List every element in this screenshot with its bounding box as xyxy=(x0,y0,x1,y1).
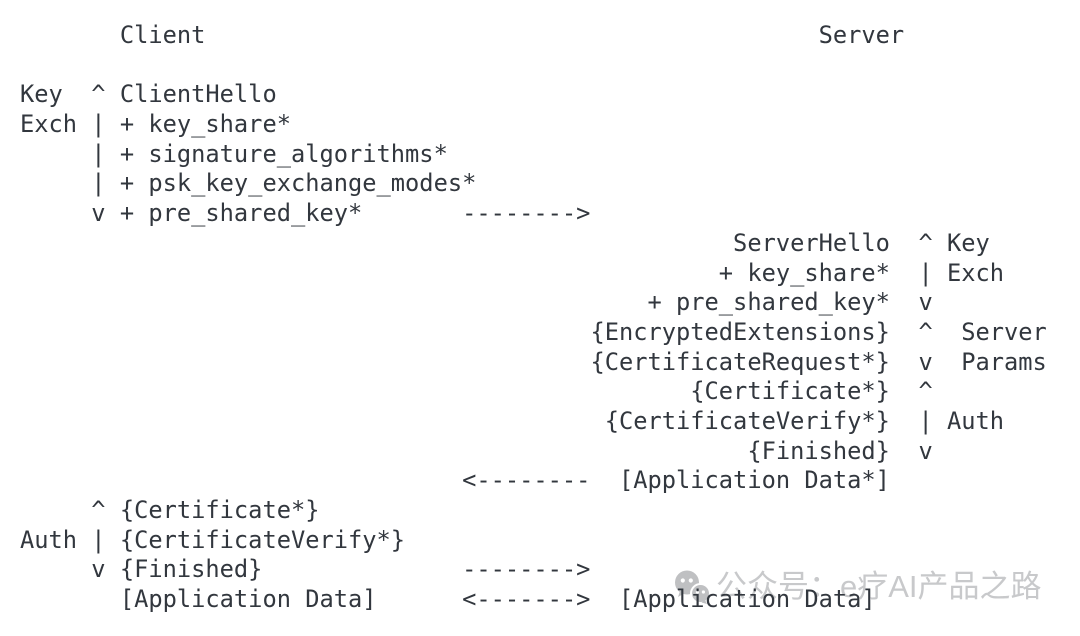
diagram-line-encrypted-extensions: {EncryptedExtensions} ^ Server xyxy=(20,317,1047,346)
diagram-line-server-app-data-arrow: <-------- [Application Data*] xyxy=(20,466,890,495)
diagram-line-clienthello: Key ^ ClientHello xyxy=(20,80,277,109)
diagram-line-pre-shared-key-arrow: v + pre_shared_key* --------> xyxy=(20,199,591,228)
watermark-text: 公众号：e疗AI产品之路 xyxy=(716,569,1042,604)
watermark: 公众号：e疗AI产品之路 xyxy=(674,568,1042,606)
diagram-line-blank xyxy=(20,51,1047,81)
diagram-line-server-finished: {Finished} v xyxy=(20,436,933,465)
diagram-line-server-certificate: {Certificate*} ^ xyxy=(20,377,933,406)
diagram-line-headers: Client Server xyxy=(20,21,905,49)
diagram-line-signature-algorithms: | + signature_algorithms* xyxy=(20,139,448,168)
diagram-line-client-certificate: ^ {Certificate*} xyxy=(20,496,320,524)
tls13-handshake-diagram: Client Server Key ^ ClientHello Exch | +… xyxy=(20,21,1047,615)
diagram-line-key-share: Exch | + key_share* xyxy=(20,110,291,139)
diagram-line-client-certificate-verify: Auth | {CertificateVerify*} xyxy=(20,525,406,554)
diagram-line-server-key-share: + key_share* | Exch xyxy=(20,258,1005,287)
wechat-icon xyxy=(675,570,710,604)
diagram-line-server-certificate-verify: {CertificateVerify*} | Auth xyxy=(20,406,1005,435)
diagram-line-serverhello: ServerHello ^ Key xyxy=(20,228,990,257)
diagram-line-server-pre-shared-key: + pre_shared_key* v xyxy=(20,288,933,317)
diagram-line-application-data: [Application Data] <-------> [Applicatio… xyxy=(20,585,876,614)
diagram-line-certificate-request: {CertificateRequest*} v Params xyxy=(20,347,1047,376)
diagram-line-psk-key-exchange-modes: | + psk_key_exchange_modes* xyxy=(20,169,477,198)
diagram-line-client-finished-arrow: v {Finished} --------> xyxy=(20,555,591,584)
